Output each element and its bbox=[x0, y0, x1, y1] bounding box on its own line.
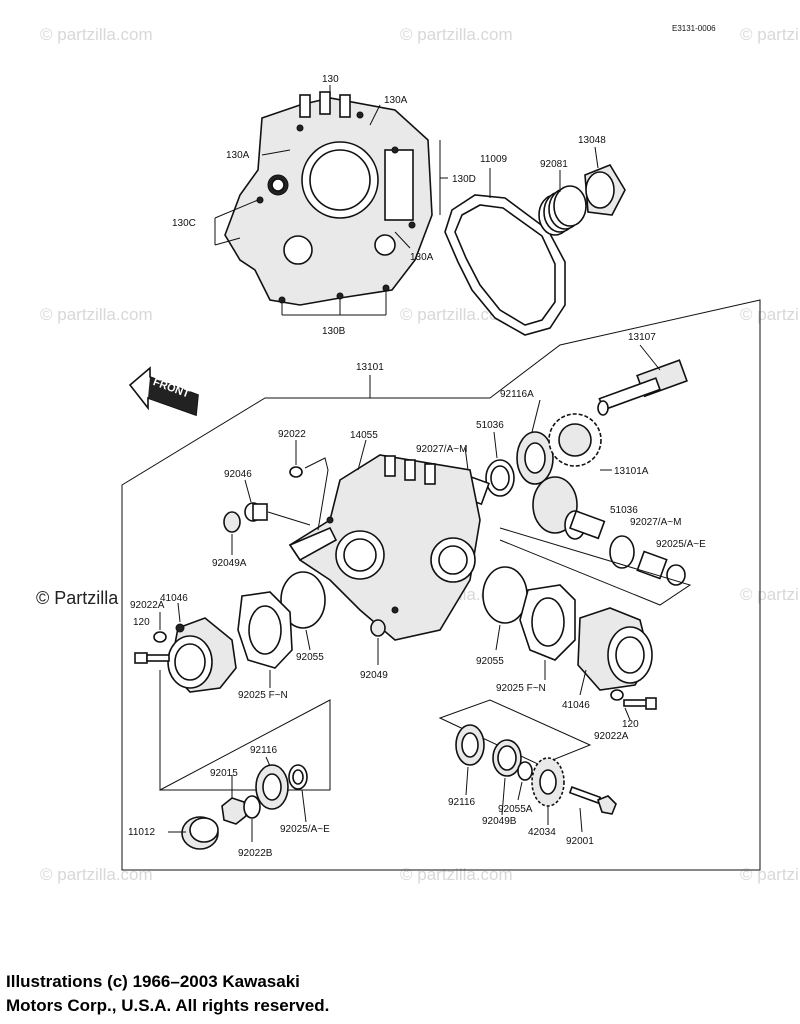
gasket-92025-right bbox=[519, 584, 576, 680]
seal-51036 bbox=[485, 431, 515, 497]
washer-92022B bbox=[243, 795, 261, 842]
label-130A: 130A bbox=[410, 252, 434, 263]
label-92022B: 92022B bbox=[238, 848, 273, 859]
watermark: © partzilla.com bbox=[40, 305, 153, 324]
label-120: 120 bbox=[133, 617, 150, 628]
bolt-120-left bbox=[134, 612, 170, 664]
seal-92049B bbox=[492, 739, 522, 816]
label-92081: 92081 bbox=[540, 159, 568, 170]
label-92022A: 92022A bbox=[594, 731, 629, 742]
front-arrow bbox=[128, 366, 199, 417]
label-120: 120 bbox=[622, 719, 639, 730]
label-13101A: 13101A bbox=[614, 466, 649, 477]
collar-92046 bbox=[244, 479, 311, 526]
label-92049A: 92049A bbox=[212, 558, 247, 569]
label-92046: 92046 bbox=[224, 469, 252, 480]
seal-92049 bbox=[370, 619, 386, 665]
label-92055: 92055 bbox=[476, 656, 504, 667]
watermark: © partzilla.com bbox=[40, 865, 153, 884]
label-92055: 92055 bbox=[296, 652, 324, 663]
label-92022: 92022 bbox=[278, 429, 306, 440]
watermark: © partzilla.com bbox=[400, 25, 513, 44]
copyright-line: Motors Corp., U.S.A. All rights reserved… bbox=[6, 996, 330, 1015]
oring-92055A bbox=[517, 761, 533, 801]
label-130A: 130A bbox=[226, 150, 250, 161]
cap-11012 bbox=[168, 816, 219, 850]
cover-130 bbox=[224, 91, 433, 306]
label-130C: 130C bbox=[172, 218, 196, 229]
label-51036: 51036 bbox=[610, 505, 638, 516]
housing-41046-right bbox=[577, 607, 653, 696]
gasket-11009 bbox=[444, 168, 566, 336]
copyright-overlay: © Partzilla bbox=[36, 588, 119, 608]
bolt-120-right bbox=[610, 689, 657, 721]
gear-42034 bbox=[531, 757, 565, 825]
ring-92025-left bbox=[288, 764, 308, 823]
label-92027: 92027/A~M bbox=[630, 517, 681, 528]
label-41046: 41046 bbox=[160, 593, 188, 604]
gasket-92025-left bbox=[237, 591, 293, 688]
label-130D: 130D bbox=[452, 174, 476, 185]
label-13048: 13048 bbox=[578, 135, 606, 146]
label-42034: 42034 bbox=[528, 827, 556, 838]
label-92022A: 92022A bbox=[130, 600, 165, 611]
label-92116: 92116 bbox=[250, 745, 278, 756]
watermark: © partzilla.com bbox=[740, 585, 800, 604]
label-41046: 41046 bbox=[562, 700, 590, 711]
oring-92055-left bbox=[280, 571, 326, 651]
label-11009: 11009 bbox=[480, 154, 508, 165]
label-92025FN: 92025 F~N bbox=[496, 683, 546, 694]
housing-41046-left bbox=[167, 602, 237, 693]
copyright-line: Illustrations (c) 1966–2003 Kawasaki bbox=[6, 972, 300, 991]
seal-92049A bbox=[223, 511, 241, 555]
label-92025: 92025/A~E bbox=[656, 539, 706, 550]
seal-51036-right bbox=[499, 527, 692, 606]
bearing-92116A bbox=[516, 399, 554, 485]
label-92049B: 92049B bbox=[482, 816, 517, 827]
copyright-footer: Illustrations (c) 1966–2003 Kawasaki Mot… bbox=[6, 970, 426, 1018]
assembly-boundary bbox=[121, 299, 761, 871]
bolt-92001 bbox=[568, 786, 617, 833]
watermark: © partzilla.com bbox=[400, 305, 513, 324]
bearing-92116-right bbox=[455, 724, 485, 796]
label-92049: 92049 bbox=[360, 670, 388, 681]
label-13101: 13101 bbox=[356, 362, 384, 373]
label-92055A: 92055A bbox=[498, 804, 533, 815]
diagram-code: E3131-0006 bbox=[672, 24, 716, 33]
label-92025: 92025/A~E bbox=[280, 824, 330, 835]
cam-13048 bbox=[584, 146, 626, 216]
bearing-92116-left bbox=[255, 756, 289, 810]
label-11012: 11012 bbox=[128, 827, 156, 838]
watermark: © partzilla.com bbox=[400, 865, 513, 884]
nut-92015 bbox=[221, 775, 247, 825]
shaft-13107 bbox=[597, 344, 688, 416]
oring-92055-right bbox=[482, 566, 528, 651]
label-92015: 92015 bbox=[210, 768, 238, 779]
watermark: © partzilla.com bbox=[740, 865, 800, 884]
label-130: 130 bbox=[322, 74, 339, 85]
label-51036: 51036 bbox=[476, 420, 504, 431]
housing-14055 bbox=[288, 439, 481, 641]
label-92116A: 92116A bbox=[500, 389, 534, 400]
leaders-130 bbox=[214, 85, 448, 316]
label-130B: 130B bbox=[322, 326, 346, 337]
label-92025FN: 92025 F~N bbox=[238, 690, 288, 701]
label-130A: 130A bbox=[384, 95, 408, 106]
sprocket-13101A bbox=[548, 413, 602, 467]
label-13107: 13107 bbox=[628, 332, 656, 343]
bevel-gear bbox=[532, 476, 606, 540]
label-92027: 92027/A~M bbox=[416, 444, 467, 455]
label-92116: 92116 bbox=[448, 797, 476, 808]
label-92001: 92001 bbox=[566, 836, 594, 847]
washer-92022 bbox=[289, 440, 329, 531]
watermark: © partzilla.com bbox=[40, 25, 153, 44]
watermark: © partzilla.com bbox=[740, 305, 800, 324]
spring-92081 bbox=[538, 170, 587, 236]
label-14055: 14055 bbox=[350, 430, 378, 441]
watermark: © partzilla.com bbox=[740, 25, 800, 44]
